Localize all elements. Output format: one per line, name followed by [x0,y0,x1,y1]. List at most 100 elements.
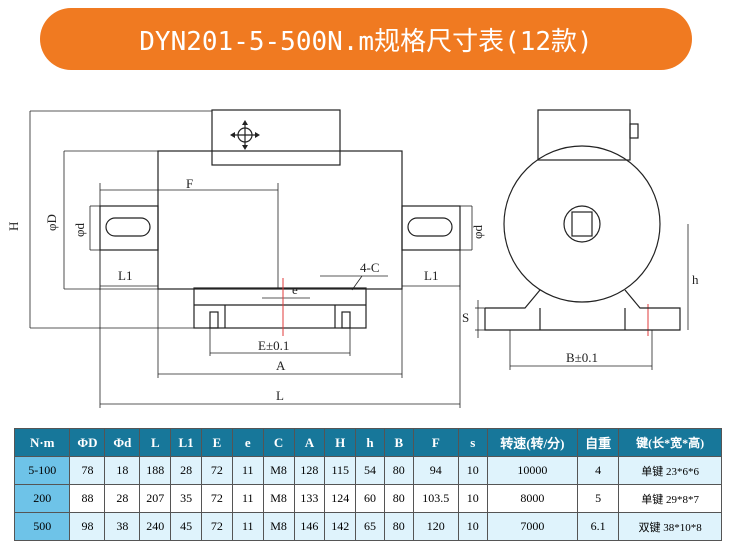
table-cell: 88 [69,484,106,513]
table-cell: 80 [383,512,414,541]
table-cell: 双键 38*10*8 [618,512,722,541]
table-cell: 45 [170,512,203,541]
label-4C: 4-C [360,260,380,275]
col-header: e [231,428,264,457]
col-header: 键(长*宽*高) [618,428,722,457]
col-header: C [262,428,295,457]
table-cell: M8 [262,456,295,485]
table-cell: 单键 23*6*6 [618,456,722,485]
label-L1-left: L1 [118,268,132,283]
table-cell: 72 [201,484,233,513]
title-banner: DYN201-5-500N.m规格尺寸表(12款) [40,8,692,70]
table-cell: 124 [324,484,357,513]
label-L1-right: L1 [424,268,438,283]
table-cell: 72 [201,456,233,485]
label-h: h [692,272,699,287]
table-cell: 133 [293,484,326,513]
table-cell: 103.5 [412,484,459,513]
table-cell: 4 [577,456,620,485]
connector-box [211,109,341,166]
col-header: 转速(转/分) [486,428,579,457]
table-cell: 11 [231,456,264,485]
table-row: 500 98 38 240 45 72 11 M8 146 142 65 80 … [13,512,722,541]
table-cell: 28 [104,484,141,513]
table-cell: 142 [324,512,357,541]
table-cell: 500 [13,512,71,541]
col-header: B [383,428,414,457]
table-cell: M8 [262,484,295,513]
table-cell: 54 [355,456,385,485]
table-cell: 5-100 [13,456,71,485]
page-title: DYN201-5-500N.m规格尺寸表(12款) [139,26,593,57]
table-cell: 8000 [486,484,579,513]
table-cell: 38 [104,512,141,541]
table-cell: 35 [170,484,203,513]
table-row: 5-100 78 18 188 28 72 11 M8 128 115 54 8… [13,456,722,485]
table-cell: 146 [293,512,326,541]
table-cell: 120 [412,512,459,541]
table-cell: 10 [457,512,488,541]
label-phiD: φD [44,214,59,231]
table-cell: 78 [69,456,106,485]
table-cell: 10000 [486,456,579,485]
table-cell: 80 [383,484,414,513]
table-cell: 188 [139,456,172,485]
label-F: F [186,176,193,191]
table-cell: 6.1 [577,512,620,541]
col-header: s [457,428,488,457]
table-cell: 65 [355,512,385,541]
right-keyway [407,217,453,237]
label-phid-right: φd [470,224,485,239]
right-shaft [401,205,461,251]
table-cell: M8 [262,512,295,541]
spec-table: N·m ΦD Φd L L1 E e C A H h B F s 转速(转/分)… [13,428,722,541]
label-e: e [292,282,298,297]
label-phid-left: φd [72,222,87,237]
col-header: F [412,428,459,457]
label-E: E±0.1 [258,338,289,353]
table-cell: 80 [383,456,414,485]
col-header: N·m [13,428,71,457]
table-cell: 72 [201,512,233,541]
label-H: H [6,222,21,231]
table-cell: 5 [577,484,620,513]
col-header: ΦD [69,428,106,457]
table-header-row: N·m ΦD Φd L L1 E e C A H h B F s 转速(转/分)… [13,428,722,457]
table-cell: 11 [231,484,264,513]
label-A: A [276,358,286,373]
left-keyway [105,217,151,237]
table-cell: 10 [457,484,488,513]
side-housing-circle [503,145,661,303]
table-cell: 240 [139,512,172,541]
col-header: Φd [104,428,141,457]
col-header: E [201,428,233,457]
table-cell: 11 [231,512,264,541]
left-shaft [99,205,159,251]
dimension-drawing: H φD φd φd F L1 L1 4-C e E±0.1 A L S h B… [0,78,735,418]
col-header: A [293,428,326,457]
table-cell: 10 [457,456,488,485]
table-row: 200 88 28 207 35 72 11 M8 133 124 60 80 … [13,484,722,513]
table-cell: 207 [139,484,172,513]
table-cell: 200 [13,484,71,513]
side-shaft-circle [563,205,601,243]
col-header: H [324,428,357,457]
col-header: L1 [170,428,203,457]
table-cell: 128 [293,456,326,485]
table-cell: 单键 29*8*7 [618,484,722,513]
label-S: S [462,310,469,325]
table-cell: 28 [170,456,203,485]
col-header: h [355,428,385,457]
table-cell: 115 [324,456,357,485]
technical-drawing-svg: H φD φd φd F L1 L1 4-C e E±0.1 A L S h B… [6,109,699,408]
table-cell: 98 [69,512,106,541]
table-cell: 18 [104,456,141,485]
table-cell: 94 [412,456,459,485]
table-cell: 7000 [486,512,579,541]
front-base [193,287,367,329]
col-header: 自重 [577,428,620,457]
label-B: B±0.1 [566,350,598,365]
col-header: L [139,428,172,457]
label-L: L [276,388,284,403]
table-cell: 60 [355,484,385,513]
